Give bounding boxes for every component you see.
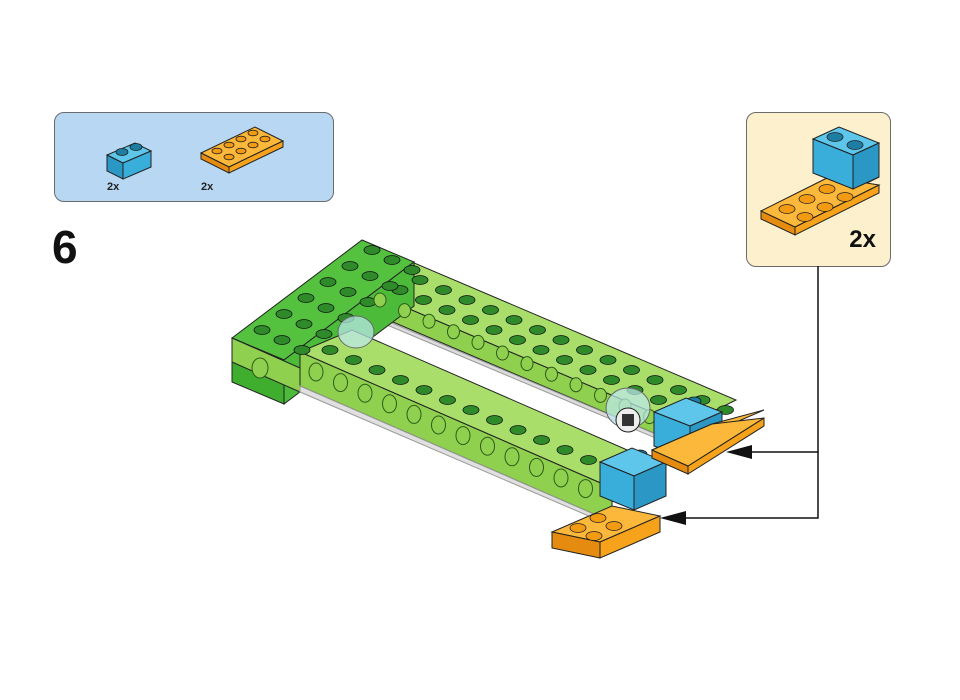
beam-hole (471, 334, 485, 350)
stud (462, 405, 480, 415)
stud (253, 325, 271, 335)
blue-brick-part-icon (105, 142, 153, 180)
beam-hole (569, 377, 583, 393)
step-number: 6 (52, 221, 78, 273)
stud (509, 335, 526, 345)
beam-hole (545, 366, 558, 382)
blue-brick-front (598, 447, 668, 511)
beam-hole (406, 404, 422, 424)
subassembly-illustration (759, 126, 881, 236)
subassembly-count: 2x (849, 226, 876, 253)
stud (321, 345, 339, 355)
stud (383, 255, 401, 265)
parts-list-illustrations (105, 126, 285, 180)
beam-hole (422, 313, 436, 329)
stud (363, 245, 381, 255)
stud (482, 305, 499, 315)
beam-hole (520, 356, 534, 372)
subassembly-callout-box: 2x (746, 112, 891, 267)
stud (341, 261, 359, 271)
stud (273, 335, 291, 345)
beam-hole (382, 394, 397, 414)
stud (439, 395, 456, 405)
stud (485, 325, 503, 335)
beam-hole (504, 447, 520, 467)
stud (368, 365, 386, 375)
arrow-head-front-icon (660, 511, 686, 525)
stud (403, 265, 421, 275)
stud (529, 325, 546, 335)
stud (339, 287, 357, 297)
beam-hole (455, 426, 471, 446)
stud (646, 375, 664, 385)
stud (556, 445, 574, 455)
beam-hole (594, 387, 607, 403)
beam-hole (373, 292, 387, 308)
stud (556, 355, 573, 365)
orange-plate-part-icon (199, 126, 285, 174)
stud (552, 335, 570, 345)
orange-plate-front (550, 505, 662, 559)
stud (381, 281, 399, 291)
stud (623, 365, 640, 375)
stud (392, 375, 409, 385)
stud (317, 303, 335, 313)
stud (345, 355, 362, 365)
stud (603, 375, 620, 385)
beam-hole (431, 415, 446, 435)
stud (533, 435, 550, 445)
beam-hole (496, 345, 509, 361)
stud (462, 315, 479, 325)
stud (580, 455, 597, 465)
stud (435, 285, 452, 295)
orange-plate-back (650, 409, 765, 475)
stud (411, 275, 429, 285)
blue-brick-count: 2x (107, 181, 120, 193)
axle-connector (605, 387, 651, 433)
front-beam-holes (308, 292, 656, 499)
stud (415, 385, 433, 395)
stud (275, 309, 293, 319)
callout-arrows (676, 266, 819, 519)
stud (293, 345, 311, 355)
arrow-head-back-icon (726, 445, 752, 459)
parts-list-box: 2x 2x (54, 112, 334, 202)
stud (532, 345, 550, 355)
beam-hole (447, 324, 460, 340)
beam-hole (529, 457, 544, 477)
stud (505, 315, 523, 325)
beam-hole (480, 436, 495, 456)
stud (650, 395, 667, 405)
stud (297, 293, 315, 303)
beam-hole (308, 362, 324, 382)
beam-hole (398, 303, 411, 319)
beam-studs (253, 245, 734, 475)
stud (486, 415, 503, 425)
left-connector (337, 315, 375, 349)
beam-hole (553, 468, 569, 488)
stud (579, 365, 597, 375)
stud (319, 277, 337, 287)
stud (670, 385, 687, 395)
beam-hole (333, 373, 348, 393)
stud (315, 329, 333, 339)
orange-plate-count: 2x (201, 181, 214, 193)
beam-hole (578, 479, 593, 499)
stud (415, 295, 432, 305)
stud (361, 271, 379, 281)
stud (599, 355, 617, 365)
stud (576, 345, 593, 355)
stud (458, 295, 476, 305)
beam-hole (357, 383, 373, 403)
stud (438, 305, 456, 315)
stud (295, 319, 313, 329)
stud (509, 425, 527, 435)
